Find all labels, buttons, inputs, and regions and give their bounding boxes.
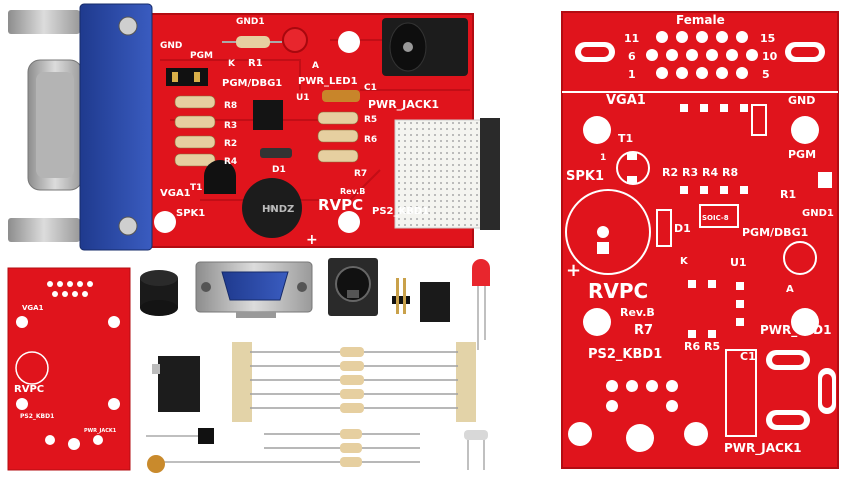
mini-breadboard bbox=[394, 119, 496, 229]
label-female: Female bbox=[676, 13, 725, 27]
bare-pcb bbox=[561, 11, 839, 469]
loose-transistor bbox=[146, 428, 214, 444]
label-pin5: 5 bbox=[762, 68, 770, 81]
small-board: RVPC VGA1 PS2_KBD1 PWR_JACK1 bbox=[7, 267, 131, 471]
label-r7-bare: R7 bbox=[634, 323, 653, 338]
assembled-board: GND PGM GND1 R1 K A PGM/DBG1 PWR_LED1 U1… bbox=[8, 3, 500, 251]
label-rvpc-bare: RVPC bbox=[588, 279, 648, 303]
label-pin15: 15 bbox=[760, 32, 775, 45]
label-one: 1 bbox=[600, 153, 606, 163]
ic-u1 bbox=[253, 100, 283, 130]
label-k: K bbox=[228, 59, 236, 69]
label-pgm-dbg1-bare: PGM/DBG1 bbox=[742, 226, 808, 239]
label-pwr-led1-bare: PWR_LED1 bbox=[760, 323, 831, 338]
small-label-vga1: VGA1 bbox=[22, 304, 44, 312]
label-d1: D1 bbox=[272, 165, 286, 175]
label-rev-bare: Rev.B bbox=[620, 306, 655, 319]
label-r5: R5 bbox=[364, 115, 377, 125]
label-r3: R3 bbox=[224, 121, 237, 131]
label-vga1: VGA1 bbox=[160, 188, 191, 199]
small-pcb bbox=[7, 267, 131, 471]
label-rvpc: RVPC bbox=[318, 196, 363, 214]
label-rev: Rev.B bbox=[340, 187, 365, 196]
label-k-bare: K bbox=[680, 256, 689, 267]
label-gnd1: GND1 bbox=[236, 17, 265, 27]
loose-ps2-connector bbox=[328, 258, 378, 316]
label-pin11: 11 bbox=[624, 32, 639, 45]
label-ps2-kbd1-bare: PS2_KBD1 bbox=[588, 347, 662, 362]
label-r1: R1 bbox=[248, 58, 263, 69]
label-r1-bare: R1 bbox=[780, 188, 796, 201]
label-r5-bare: R5 bbox=[704, 340, 720, 353]
label-pgm-dbg1: PGM/DBG1 bbox=[222, 78, 282, 89]
capacitor-c1 bbox=[322, 90, 360, 102]
loose-buzzer bbox=[140, 270, 178, 316]
vga-connector bbox=[8, 3, 153, 251]
label-c1-bare: C1 bbox=[740, 350, 756, 363]
buzzer-marking: HNDZ bbox=[262, 204, 294, 215]
label-r4-bare: R4 bbox=[702, 166, 718, 179]
label-r4: R4 bbox=[224, 157, 237, 167]
label-pin6: 6 bbox=[628, 50, 636, 63]
label-d1-bare: D1 bbox=[674, 222, 691, 235]
label-pgm: PGM bbox=[190, 51, 213, 61]
label-pwr-jack1-bare: PWR_JACK1 bbox=[724, 441, 801, 456]
label-r8-bare: R8 bbox=[722, 166, 738, 179]
label-t1: T1 bbox=[190, 183, 202, 193]
resistor-strip bbox=[232, 342, 476, 422]
label-plus-bare: + bbox=[566, 260, 581, 281]
label-a: A bbox=[312, 61, 319, 71]
label-r3-bare: R3 bbox=[682, 166, 698, 179]
small-label-rvpc: RVPC bbox=[14, 384, 44, 395]
label-t1-bare: T1 bbox=[618, 132, 633, 145]
loose-diode bbox=[464, 430, 488, 470]
ceramic-capacitor bbox=[147, 455, 230, 473]
label-r8: R8 bbox=[224, 101, 237, 111]
loose-pin-header bbox=[392, 278, 410, 314]
label-r7: R7 bbox=[354, 169, 367, 179]
label-pin10: 10 bbox=[762, 50, 778, 63]
dc-jack bbox=[382, 18, 468, 76]
label-r2: R2 bbox=[224, 139, 237, 149]
label-gnd-bare: GND bbox=[788, 94, 815, 107]
label-spk1: SPK1 bbox=[176, 208, 205, 219]
label-gnd1-bare: GND1 bbox=[802, 208, 834, 219]
resistor-r1 bbox=[222, 36, 282, 48]
label-r2-bare: R2 bbox=[662, 166, 678, 179]
vga-footprint bbox=[646, 31, 758, 79]
small-label-jack: PWR_JACK1 bbox=[84, 428, 117, 434]
label-soic: SOIC-8 bbox=[702, 214, 729, 222]
label-pwr-jack1: PWR_JACK1 bbox=[368, 98, 439, 111]
speaker-outline bbox=[565, 189, 651, 275]
bare-board: Female 11 15 6 10 1 5 bbox=[561, 11, 839, 469]
red-led bbox=[282, 27, 308, 53]
transistor-t1 bbox=[204, 160, 236, 194]
label-u1: U1 bbox=[296, 93, 310, 103]
soic-footprint bbox=[699, 204, 739, 228]
label-r6: R6 bbox=[364, 135, 377, 145]
label-r6-bare: R6 bbox=[684, 340, 700, 353]
loose-vga-connector bbox=[195, 261, 313, 318]
label-ps2-kbd1: PS2_KBD1 bbox=[372, 206, 429, 217]
label-u1-bare: U1 bbox=[730, 256, 747, 269]
label-spk1-bare: SPK1 bbox=[566, 169, 604, 184]
label-c1: C1 bbox=[364, 83, 377, 93]
label-vga1-bare: VGA1 bbox=[606, 93, 646, 108]
small-label-ps2: PS2_KBD1 bbox=[20, 413, 54, 420]
pin-header bbox=[166, 68, 208, 86]
loose-dc-jack bbox=[152, 356, 200, 412]
loose-led bbox=[472, 259, 490, 350]
loose-ic bbox=[420, 282, 450, 322]
label-pwr-led1: PWR_LED1 bbox=[298, 76, 358, 87]
label-pgm-bare: PGM bbox=[788, 148, 816, 161]
label-a-bare: A bbox=[786, 284, 794, 295]
label-gnd: GND bbox=[160, 41, 182, 51]
diode-d1 bbox=[260, 148, 292, 158]
label-plus: + bbox=[306, 232, 318, 248]
label-pin1: 1 bbox=[628, 68, 636, 81]
